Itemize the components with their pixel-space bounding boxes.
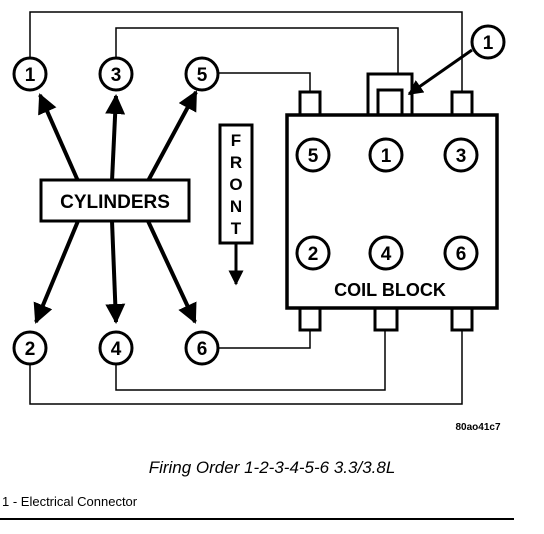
electrical-connector: [366, 72, 414, 118]
cylinder-circle: [98, 56, 134, 92]
arrow-to-cylinder-5: [146, 90, 198, 182]
arrow-to-cylinder-2: [33, 220, 80, 324]
front-letter: O: [229, 175, 242, 194]
cylinder-number: 1: [25, 65, 36, 86]
arrow-to-cylinder-1: [38, 93, 80, 182]
coil-firing-order-diagram: CYLINDERS 1 3 5 2 4 6 F R O N T: [12, 11, 506, 433]
wire-cylinder-2: [29, 330, 463, 405]
coil-tower-number: 3: [456, 146, 467, 167]
coil-tower: [450, 306, 474, 332]
wire-cylinder-3: [115, 27, 399, 92]
coil-block: 5 1 3 2 4 6 COIL BLOCK: [285, 72, 499, 332]
cylinder-circle: [12, 56, 48, 92]
cylinder-number: 5: [197, 65, 208, 86]
callout-number: 1: [483, 33, 494, 54]
cylinder-number: 4: [111, 339, 122, 360]
coil-tower: [298, 306, 322, 332]
wire-cylinder-6: [218, 330, 311, 349]
cylinder-number: 2: [25, 339, 36, 360]
legend-item: 1 - Electrical Connector: [2, 494, 138, 509]
wire-cylinder-4: [115, 330, 386, 391]
cylinder-circle: [12, 330, 48, 366]
spark-plug-wires: [29, 11, 463, 405]
cylinders-box: CYLINDERS: [39, 178, 191, 223]
front-letter: T: [231, 219, 242, 238]
callout-leader: [407, 48, 473, 96]
front-letter: R: [230, 153, 242, 172]
coil-tower: [450, 90, 474, 118]
cylinders-label: CYLINDERS: [60, 192, 170, 213]
coil-tower-number: 4: [381, 244, 392, 265]
wire-cylinder-5: [213, 72, 311, 92]
arrow-to-cylinder-4: [105, 220, 126, 324]
coil-tower-circle: [295, 235, 331, 271]
coil-tower-number: 5: [308, 146, 319, 167]
cylinder-circles-bottom: 2 4 6: [12, 330, 220, 366]
front-letter: F: [231, 131, 241, 150]
cylinder-arrows: [33, 90, 198, 324]
divider: [0, 518, 514, 520]
coil-tower-number: 6: [456, 244, 467, 265]
arrow-to-cylinder-6: [146, 220, 197, 324]
arrow-to-cylinder-3: [105, 94, 126, 182]
coil-tower: [298, 90, 322, 118]
wire-cylinder-1: [29, 11, 463, 92]
coil-tower-number: 2: [308, 244, 319, 265]
coil-tower-circle: [368, 235, 404, 271]
coil-block-label: COIL BLOCK: [334, 280, 446, 300]
coil-tower-circle: [443, 235, 479, 271]
front-letter: N: [230, 197, 242, 216]
coil-tower-circle: [295, 137, 331, 173]
cylinder-number: 3: [111, 65, 122, 86]
cylinder-circle: [184, 56, 220, 92]
coil-tower-circle: [443, 137, 479, 173]
figure-code: 80ao41c7: [455, 422, 500, 433]
front-indicator: F R O N T: [218, 123, 254, 286]
cylinder-circles-top: 1 3 5: [12, 56, 220, 92]
figure-caption: Firing Order 1-2-3-4-5-6 3.3/3.8L: [148, 458, 396, 477]
coil-tower: [373, 306, 399, 332]
cylinder-number: 6: [197, 339, 208, 360]
cylinder-circle: [98, 330, 134, 366]
coil-tower-circle: [368, 137, 404, 173]
connector-callout: 1: [407, 24, 506, 96]
cylinder-circle: [184, 330, 220, 366]
coil-tower-number: 1: [381, 146, 392, 167]
callout-circle: [470, 24, 506, 60]
